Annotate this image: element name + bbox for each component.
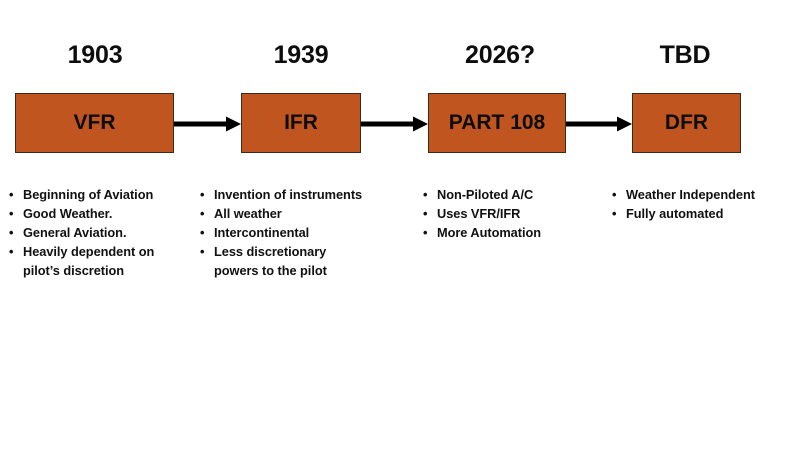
detail-column-2: Invention of instruments All weather Int…	[200, 185, 415, 280]
list-item: Less discretionary powers to the pilot	[200, 242, 415, 280]
list-item: Intercontinental	[200, 223, 415, 242]
stage-box-dfr[interactable]: DFR	[632, 93, 741, 153]
stage-box-vfr[interactable]: VFR	[15, 93, 174, 153]
stage-box-label-ifr: IFR	[284, 111, 318, 134]
detail-column-1: Beginning of Aviation Good Weather. Gene…	[9, 185, 204, 280]
list-item: Weather Independent	[612, 185, 797, 204]
arrow-ifr-to-part108	[361, 116, 428, 132]
stage-box-label-vfr: VFR	[73, 111, 116, 134]
stage-box-label-dfr: DFR	[664, 111, 709, 134]
list-item: Heavily dependent on pilot’s discretion	[9, 242, 204, 280]
stage-heading-3: 2026?	[465, 41, 535, 69]
stage-heading-4: TBD	[659, 41, 711, 69]
stage-heading-2: 1939	[273, 41, 329, 69]
arrow-part108-to-dfr	[566, 116, 632, 132]
list-item: Invention of instruments	[200, 185, 415, 204]
list-item: More Automation	[423, 223, 608, 242]
list-item: Uses VFR/IFR	[423, 204, 608, 223]
list-item: Non-Piloted A/C	[423, 185, 608, 204]
arrow-vfr-to-ifr	[174, 116, 241, 132]
detail-column-4: Weather Independent Fully automated	[612, 185, 797, 223]
list-item: General Aviation.	[9, 223, 204, 242]
list-item: Fully automated	[612, 204, 797, 223]
list-item: Beginning of Aviation	[9, 185, 204, 204]
stage-box-part108[interactable]: PART 108	[428, 93, 566, 153]
list-item: Good Weather.	[9, 204, 204, 223]
detail-column-3: Non-Piloted A/C Uses VFR/IFR More Automa…	[423, 185, 608, 242]
stage-box-ifr[interactable]: IFR	[241, 93, 361, 153]
stage-heading-1: 1903	[67, 41, 123, 69]
stage-box-label-part108: PART 108	[448, 111, 546, 134]
list-item: All weather	[200, 204, 415, 223]
